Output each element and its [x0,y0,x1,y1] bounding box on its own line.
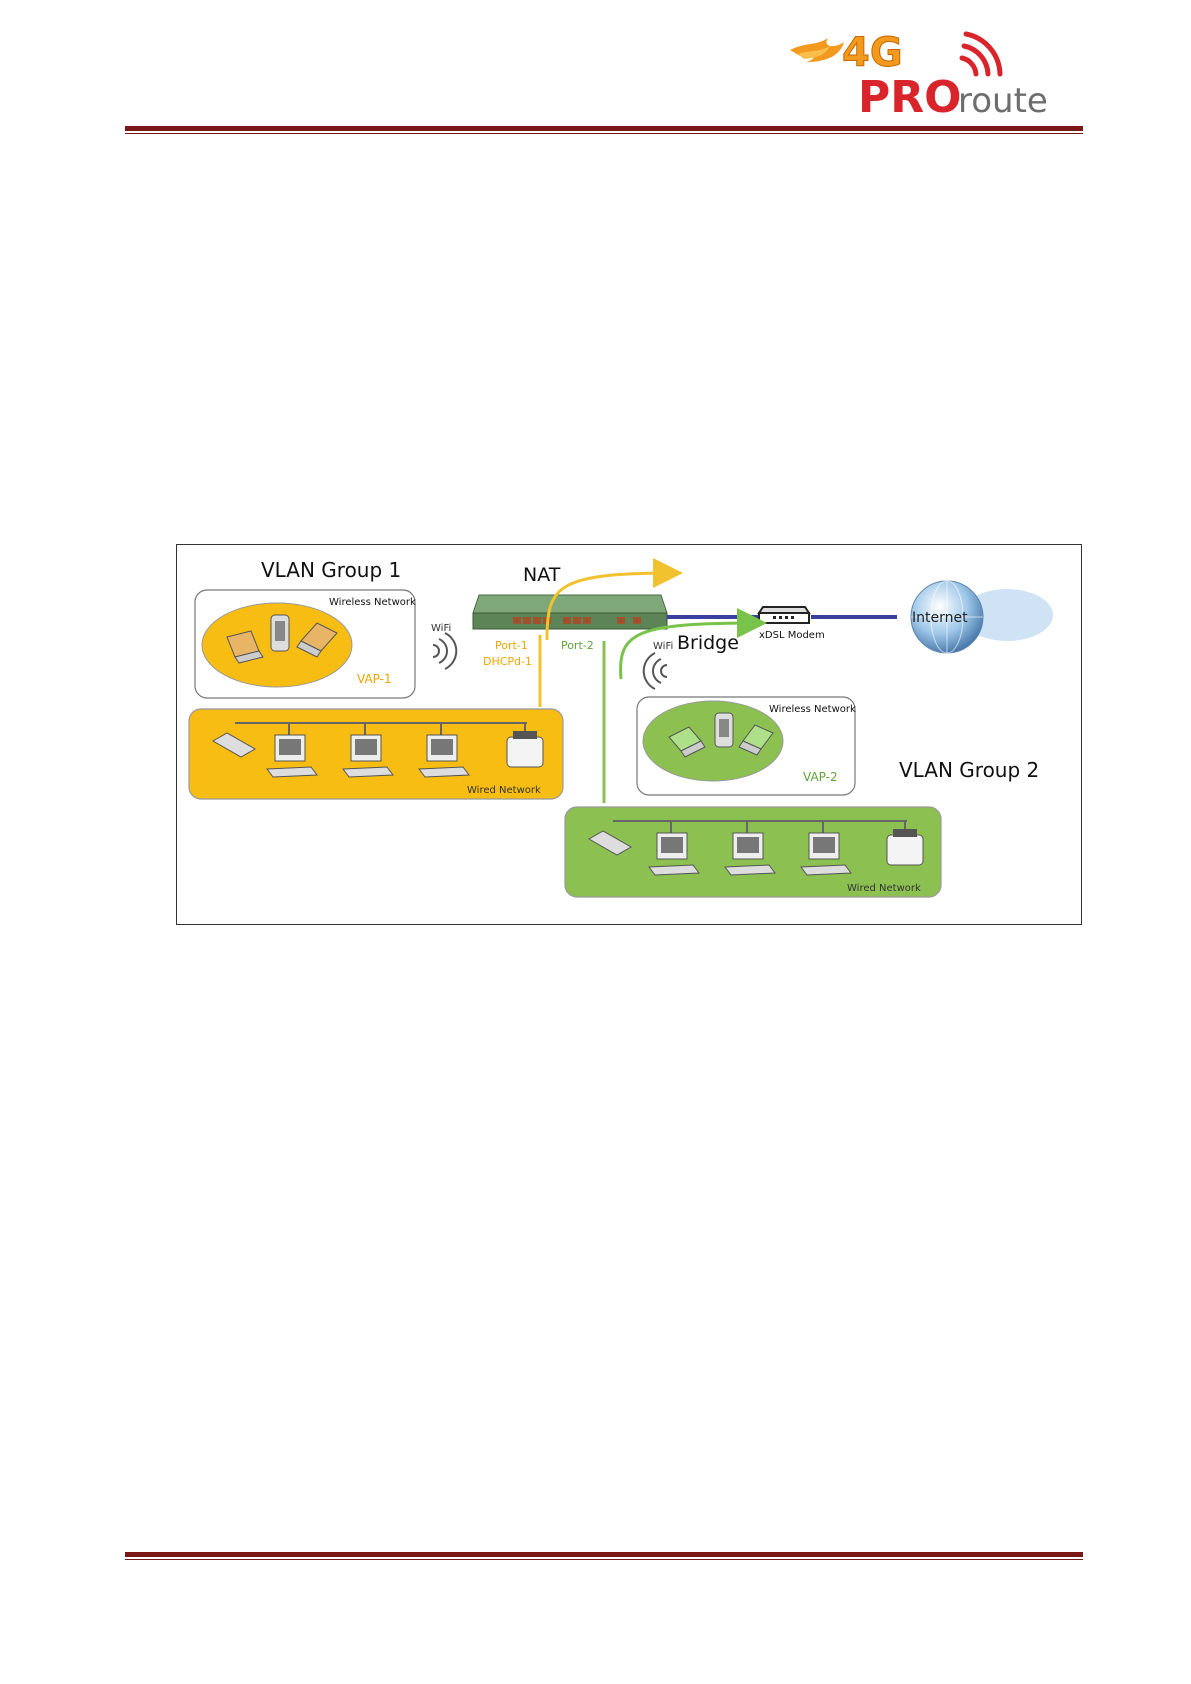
wired-network-1-label: Wired Network [467,785,541,796]
signal-icon [962,34,1000,74]
header-rule [125,126,1083,134]
phone-icon [715,713,733,747]
vap-2-label: VAP-2 [803,770,838,784]
flame-icon [790,38,844,62]
wifi-left-label: WiFi [431,623,451,634]
vlan-group-1-title: VLAN Group 1 [261,558,401,582]
logo-4g-text: 4G [842,30,903,76]
wifi-right-label: WiFi [653,641,673,652]
wireless-network-1-label: Wireless Network [329,597,416,608]
vlan-network-diagram: VLAN Group 1 Wireless Network VAP-1 WiFi [176,544,1082,925]
port-2-label: Port-2 [561,639,594,652]
wired-network-2-label: Wired Network [847,883,921,894]
bridge-label: Bridge [677,632,739,654]
logo-route-text: route [958,81,1048,118]
port-1-label: Port-1 [495,639,528,652]
vap-1-label: VAP-1 [357,672,392,686]
footer-rule [125,1552,1083,1560]
logo-pro-text: PRO [858,72,962,118]
company-logo: 4G PRO route [786,22,1076,118]
wifi-signal-icon [433,633,456,669]
dhcpd-1-label: DHCPd-1 [483,655,532,668]
wireless-network-2-label: Wireless Network [769,704,856,715]
vlan-group-2-title: VLAN Group 2 [899,758,1039,782]
xdsl-modem-label: xDSL Modem [759,630,825,641]
internet-label: Internet [912,610,968,626]
phone-icon [271,615,289,651]
nat-label: NAT [523,564,561,586]
wifi-signal-icon [644,653,667,689]
modem-icon [759,607,809,623]
router-device [473,595,667,629]
